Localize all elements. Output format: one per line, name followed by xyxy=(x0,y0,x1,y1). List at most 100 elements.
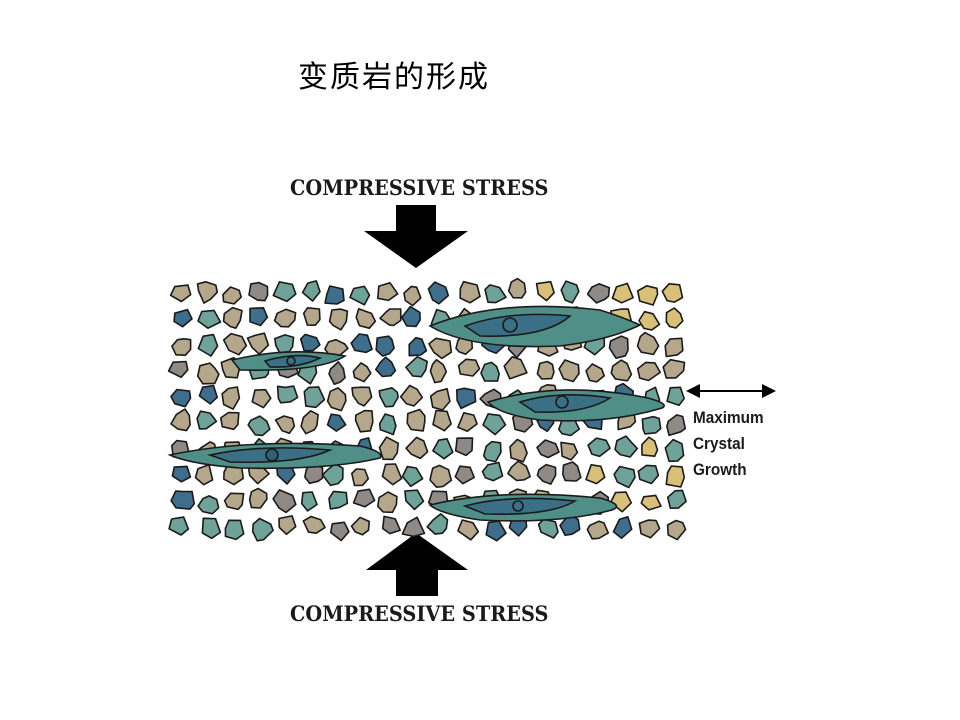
mineral-grain xyxy=(170,490,195,510)
mineral-grain xyxy=(613,465,636,489)
mineral-grain xyxy=(326,387,347,412)
mineral-grain xyxy=(222,306,243,330)
mineral-grain xyxy=(248,487,268,509)
mineral-grain xyxy=(328,490,349,510)
mineral-grain xyxy=(301,280,321,302)
mineral-grain xyxy=(351,386,373,407)
mineral-grain xyxy=(273,334,295,354)
mineral-grain xyxy=(484,284,507,304)
mineral-grain xyxy=(455,387,477,410)
mineral-grain xyxy=(585,463,606,485)
mineral-grain xyxy=(638,310,661,331)
mineral-grain xyxy=(664,438,685,463)
mineral-grain xyxy=(352,362,372,383)
mineral-grain xyxy=(251,388,272,409)
mineral-grain xyxy=(355,307,377,330)
mineral-grain xyxy=(272,281,297,303)
mineral-grain xyxy=(350,468,370,487)
mineral-grain xyxy=(560,441,579,461)
mineral-grain xyxy=(665,465,686,488)
mineral-grain xyxy=(378,386,399,408)
mineral-grain xyxy=(272,489,297,514)
mineral-grain xyxy=(247,415,271,437)
mineral-grain xyxy=(167,360,189,379)
mineral-grain xyxy=(169,284,192,303)
mineral-grain xyxy=(403,285,422,307)
mineral-grain xyxy=(375,335,395,357)
mineral-grain xyxy=(638,519,661,539)
mineral-grain xyxy=(480,361,501,382)
mineral-grain xyxy=(170,388,192,408)
mineral-grain xyxy=(303,386,326,409)
mineral-grain xyxy=(326,413,347,432)
mineral-grain xyxy=(401,465,424,488)
mineral-grain xyxy=(194,463,214,486)
mineral-grain xyxy=(666,519,687,541)
mineral-grain xyxy=(641,415,662,435)
mineral-grain xyxy=(328,308,349,331)
mineral-grain xyxy=(429,464,453,489)
mineral-grain xyxy=(352,488,376,508)
mineral-grain xyxy=(379,308,402,327)
mineral-grain xyxy=(378,436,400,461)
maximum-crystal-growth-label: Maximum Crystal Growth xyxy=(693,405,771,483)
mineral-grain xyxy=(537,518,559,539)
mineral-grain xyxy=(201,517,222,540)
mineral-grain xyxy=(426,513,449,535)
mineral-grain xyxy=(376,491,398,514)
mineral-grain xyxy=(503,355,528,380)
mineral-grain xyxy=(349,285,371,306)
mineral-grain xyxy=(559,513,581,537)
compressive-stress-label-bottom: COMPRESSIVE STRESS xyxy=(290,601,549,626)
mineral-grain xyxy=(406,408,426,432)
mineral-grain xyxy=(428,337,453,360)
mineral-grain xyxy=(329,521,350,542)
mineral-grain xyxy=(274,415,296,435)
mineral-grain xyxy=(665,307,684,329)
mineral-grain xyxy=(457,411,478,433)
mineral-grain xyxy=(273,308,297,328)
mineral-grain xyxy=(636,331,660,356)
mineral-grain xyxy=(507,460,532,482)
mineral-grain xyxy=(354,409,374,433)
mineral-grain xyxy=(457,519,480,541)
mineral-grain xyxy=(251,517,274,542)
mineral-grain xyxy=(666,489,687,510)
mineral-grain xyxy=(561,461,582,482)
mineral-grain xyxy=(197,495,220,515)
mineral-grain xyxy=(324,285,345,305)
mineral-grain xyxy=(608,335,629,360)
mineral-grain xyxy=(220,411,240,431)
mineral-grain xyxy=(454,465,476,485)
mineral-grain xyxy=(666,386,686,407)
mineral-grain xyxy=(661,282,684,303)
mineral-grain xyxy=(429,387,451,411)
growth-label-line-2: Crystal xyxy=(693,434,745,453)
mineral-grain xyxy=(223,492,245,511)
mineral-grain xyxy=(664,337,684,358)
mineral-grain xyxy=(587,437,611,458)
mineral-grain xyxy=(400,305,421,328)
mineral-grain xyxy=(612,515,633,540)
mineral-grain xyxy=(536,360,555,380)
mineral-grain xyxy=(197,309,222,330)
mineral-grain xyxy=(408,336,428,357)
mineral-grain xyxy=(350,516,371,536)
crystal-5 xyxy=(428,493,618,522)
mineral-grain xyxy=(636,284,659,306)
mineral-grain xyxy=(558,359,580,383)
mineral-grain xyxy=(640,494,662,511)
mineral-grain xyxy=(481,461,504,482)
crystal-1 xyxy=(428,305,642,348)
mineral-grain xyxy=(535,280,555,302)
growth-label-line-3: Growth xyxy=(693,460,747,479)
mineral-grain xyxy=(196,362,220,385)
mineral-grain xyxy=(404,489,425,511)
mineral-grain xyxy=(536,439,560,459)
mineral-grain xyxy=(197,333,219,357)
mineral-grain xyxy=(454,437,474,457)
mineral-grain xyxy=(248,281,269,302)
mineral-grain xyxy=(509,438,528,463)
mineral-grain xyxy=(637,464,660,485)
mineral-grain xyxy=(485,520,507,542)
